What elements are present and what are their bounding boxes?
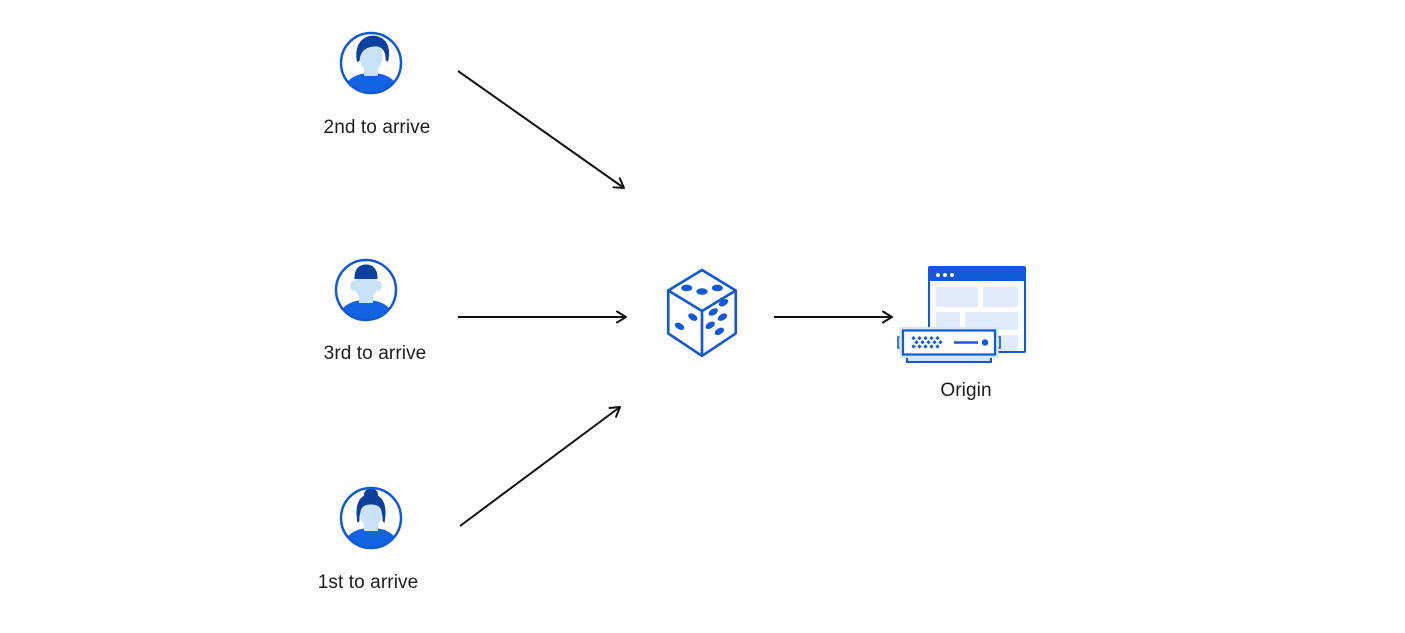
titlebar-dot xyxy=(943,272,947,277)
arrow-client2-to-dice xyxy=(457,70,625,189)
browser-titlebar xyxy=(930,268,1024,281)
avatar-client-2nd xyxy=(338,30,404,96)
content-block xyxy=(965,312,1018,330)
user-avatar-man-side-part-icon xyxy=(339,31,403,95)
server-appliance-icon xyxy=(897,327,1001,363)
user-avatar-woman-bun-icon xyxy=(339,486,403,550)
arrow-client1-to-dice xyxy=(459,406,621,527)
client-2nd-label: 2nd to arrive xyxy=(323,117,431,138)
dice-icon xyxy=(666,268,738,358)
avatar-client-3rd xyxy=(333,257,399,323)
titlebar-dot xyxy=(950,272,954,277)
client-3rd-label: 3rd to arrive xyxy=(323,343,427,364)
content-block xyxy=(936,312,960,330)
content-block xyxy=(936,287,979,307)
origin-server-icon xyxy=(897,327,1001,372)
user-avatar-man-flat-top-icon xyxy=(334,258,398,322)
content-block xyxy=(983,287,1018,307)
dice-node xyxy=(666,268,738,363)
avatar-client-1st xyxy=(338,485,404,551)
origin-label: Origin xyxy=(940,380,992,401)
titlebar-dot xyxy=(936,272,940,277)
client-1st-label: 1st to arrive xyxy=(317,572,419,593)
